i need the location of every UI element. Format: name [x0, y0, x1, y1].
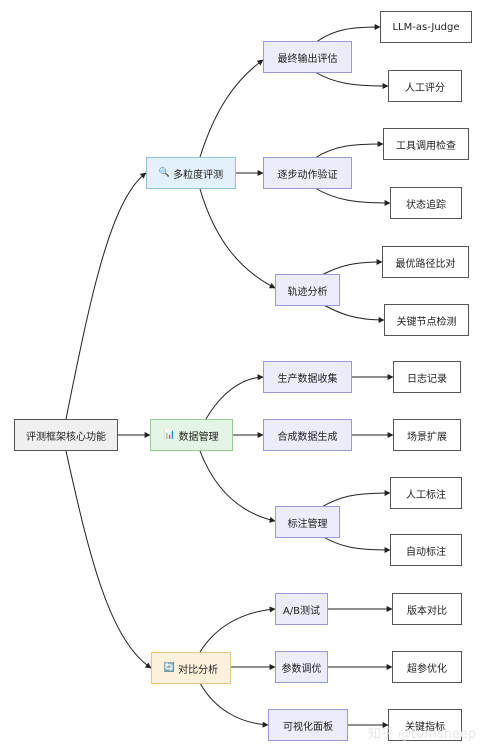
viz-panel-label: 可视化面板: [283, 721, 333, 733]
ab-test-node: A/B测试: [275, 593, 328, 625]
edge-final-human: [314, 71, 389, 89]
state-track-node: 状态追踪: [390, 187, 462, 219]
data-management-label: 数据管理: [178, 431, 219, 443]
version-compare-node: 版本对比: [392, 593, 462, 625]
edge-multi-traj: [199, 188, 276, 289]
final-output-eval-node: 最终输出评估: [263, 41, 352, 73]
human-label-label: 人工标注: [406, 489, 446, 501]
edge-data-annot: [199, 450, 276, 523]
ab-test-label: A/B测试: [282, 605, 321, 617]
scene-expand-label: 场景扩展: [407, 431, 447, 443]
edge-annot-auto: [319, 534, 391, 553]
comparison-node: 🔄 对比分析: [151, 652, 231, 684]
log-record-node: 日志记录: [393, 361, 461, 393]
root-label: 评测框架核心功能: [26, 431, 106, 443]
scene-expand-node: 场景扩展: [393, 419, 461, 451]
tool-check-node: 工具调用检查: [383, 128, 469, 160]
edge-root-compare: [65, 450, 152, 669]
llm-judge-node: LLM-as-Judge: [380, 11, 472, 43]
edge-step-tool: [314, 141, 384, 159]
final-output-eval-label: 最终输出评估: [277, 53, 338, 65]
viz-panel-node: 可视化面板: [268, 709, 348, 741]
state-track-label: 状态追踪: [406, 199, 446, 211]
edge-compare-viz: [199, 682, 269, 728]
trajectory-node: 轨迹分析: [275, 274, 340, 306]
edge-final-llm: [314, 24, 381, 44]
watermark: 知乎 @tomsheep: [368, 727, 477, 742]
optimal-path-label: 最优路径比对: [395, 258, 456, 270]
version-compare-label: 版本对比: [407, 605, 447, 617]
metrics-node: 关键指标: [388, 709, 462, 741]
refresh-icon: 🔄: [163, 663, 176, 673]
edge-multi-final: [199, 59, 264, 158]
human-label-node: 人工标注: [390, 477, 462, 509]
trajectory-label: 轨迹分析: [287, 286, 328, 298]
synthetic-label: 合成数据生成: [277, 431, 338, 443]
prod-collect-label: 生产数据收集: [277, 373, 338, 385]
hyper-opt-label: 超参优化: [407, 663, 447, 675]
prod-collect-node: 生产数据收集: [263, 361, 352, 393]
hyper-opt-node: 超参优化: [392, 651, 462, 683]
log-record-label: 日志记录: [407, 373, 447, 385]
key-node-detect-label: 关键节点检测: [396, 316, 457, 328]
param-tune-label: 参数调优: [281, 663, 322, 675]
optimal-path-node: 最优路径比对: [382, 246, 469, 278]
edge-traj-optimal: [319, 259, 383, 277]
metrics-label: 关键指标: [405, 721, 445, 733]
root-node: 评测框架核心功能: [14, 419, 118, 451]
annotation-label: 标注管理: [287, 518, 328, 530]
edge-annot-human: [319, 490, 391, 509]
param-tune-node: 参数调优: [275, 651, 328, 683]
llm-judge-label: LLM-as-Judge: [392, 21, 460, 33]
key-node-detect-node: 关键节点检测: [384, 304, 469, 336]
human-score-node: 人工评分: [388, 70, 462, 102]
auto-label-node: 自动标注: [390, 534, 462, 566]
multi-granularity-label: 多粒度评测: [173, 169, 224, 181]
multi-granularity-node: 🔍 多粒度评测: [146, 157, 236, 189]
synthetic-node: 合成数据生成: [263, 419, 352, 451]
comparison-label: 对比分析: [178, 664, 219, 676]
step-verify-node: 逐步动作验证: [263, 157, 352, 189]
edge-step-state: [314, 187, 391, 206]
chart-icon: 📊: [164, 430, 176, 440]
human-score-label: 人工评分: [405, 82, 445, 94]
tool-check-label: 工具调用检查: [396, 140, 456, 152]
edge-root-multi: [65, 172, 147, 420]
edge-compare-ab: [199, 606, 276, 653]
data-management-node: 📊 数据管理: [150, 419, 233, 451]
step-verify-label: 逐步动作验证: [277, 169, 338, 181]
annotation-node: 标注管理: [275, 506, 340, 538]
auto-label-label: 自动标注: [406, 546, 446, 558]
magnifier-icon: 🔍: [158, 168, 171, 178]
edge-data-prod: [205, 374, 264, 420]
